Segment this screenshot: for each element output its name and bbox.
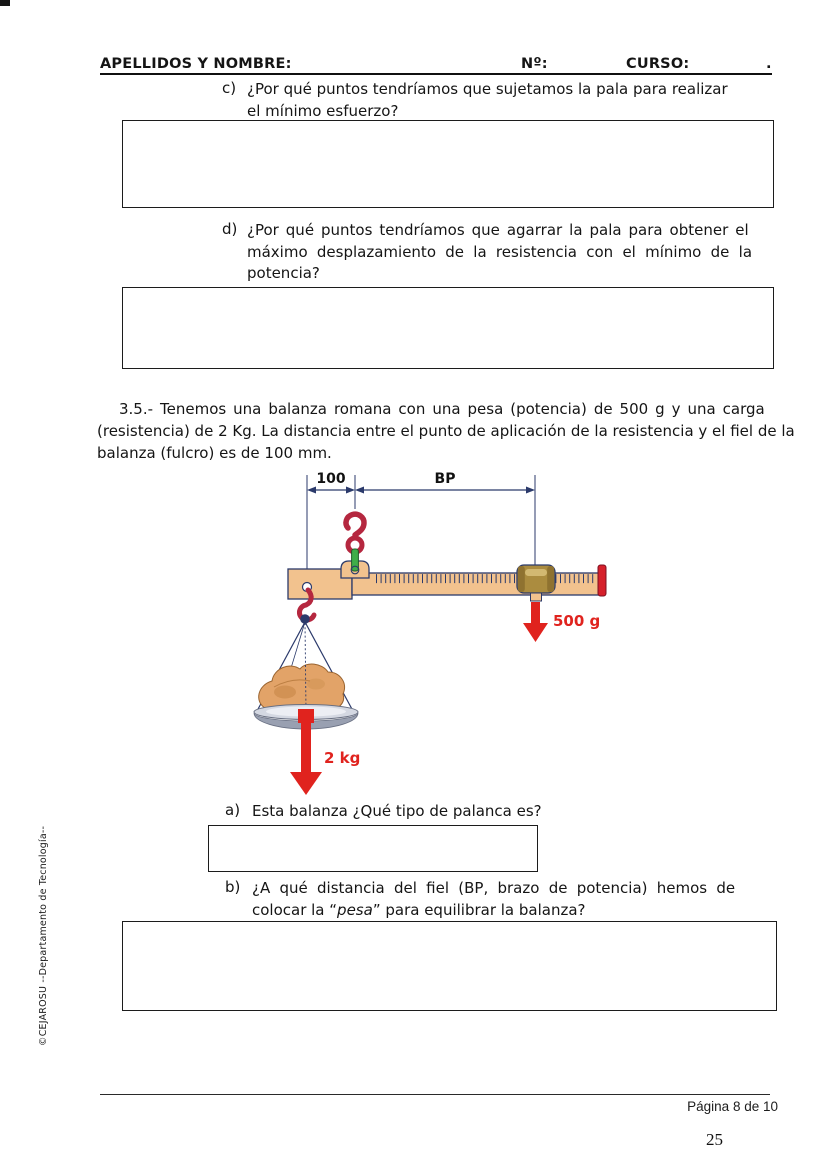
- number-blank[interactable]: [550, 55, 620, 73]
- number-label: Nº:: [521, 56, 548, 72]
- question-b-text: ¿A qué distancia del fiel (BP, brazo de …: [252, 878, 735, 921]
- string-right: [304, 621, 354, 712]
- footer-page-info: Página 8 de 10: [687, 1099, 778, 1114]
- course-blank[interactable]: [685, 55, 760, 73]
- question-c-line: ¿Por qué puntos tendríamos que sujetamos…: [247, 80, 728, 98]
- problem-line: (resistencia) de 2 Kg. La distancia entr…: [97, 421, 795, 440]
- lug-hole: [350, 565, 360, 575]
- counterweight: [516, 564, 556, 602]
- name-label: APELLIDOS Y NOMBRE:: [100, 56, 292, 72]
- rock-load: [258, 663, 345, 712]
- problem-line: balanza (fulcro) es de 100 mm.: [97, 443, 332, 462]
- pesa-emphasis: pesa: [337, 900, 373, 919]
- dimension-label-100: 100: [316, 471, 345, 487]
- question-a-text: Esta balanza ¿Qué tipo de palanca es?: [252, 802, 542, 820]
- answer-box-c[interactable]: [122, 120, 774, 208]
- problem-line: 3.5.- Tenemos una balanza romana con una…: [119, 400, 765, 418]
- counterweight-tab: [530, 592, 542, 602]
- center-dotted-line: [304, 622, 307, 712]
- dimension-label-bp: BP: [435, 471, 456, 487]
- page-number: 25: [706, 1130, 723, 1149]
- question-a-label: a): [225, 801, 241, 819]
- answer-box-a[interactable]: [208, 825, 538, 872]
- load-label: 2 kg: [324, 749, 360, 767]
- beam-bar: [351, 572, 601, 596]
- dimension-arrow-100: [307, 486, 355, 494]
- steelyard-balance-diagram: 100 BP 500 g: [253, 471, 607, 795]
- answer-box-b[interactable]: [122, 921, 777, 1011]
- dimension-arrow-bp: [355, 486, 535, 494]
- fulcrum-hook-icon: [343, 511, 367, 538]
- question-c-line: el mínimo esfuerzo?: [247, 101, 399, 120]
- question-d-text: ¿Por qué puntos tendríamos que agarrar l…: [247, 220, 752, 285]
- beam-end-cap: [597, 564, 607, 597]
- question-d-label: d): [222, 220, 238, 238]
- question-d-line: potencia?: [247, 264, 320, 282]
- footer-rule: [100, 1094, 770, 1095]
- problem-statement: 3.5.- Tenemos una balanza romana con una…: [97, 399, 795, 464]
- course-label: CURSO:: [626, 56, 690, 72]
- question-c-text: ¿Por qué puntos tendríamos que sujetamos…: [247, 79, 728, 122]
- header-end-mark: .: [766, 56, 772, 72]
- fulcrum-pin: [351, 548, 359, 572]
- question-b-line: colocar la “pesa” para equilibrar la bal…: [252, 900, 586, 919]
- question-d-line: máximo desplazamiento de la resistencia …: [247, 242, 753, 261]
- question-c-label: c): [222, 79, 237, 97]
- name-blank[interactable]: [265, 55, 515, 73]
- header-rule: APELLIDOS Y NOMBRE: Nº: CURSO: .: [100, 50, 772, 75]
- answer-box-d[interactable]: [122, 287, 774, 369]
- question-b-label: b): [225, 878, 241, 896]
- question-b-line: ¿A qué distancia del fiel (BP, brazo de …: [252, 879, 736, 897]
- string-knot: [300, 614, 310, 624]
- question-d-line: ¿Por qué puntos tendríamos que agarrar l…: [247, 221, 749, 239]
- sidebar-credit: ©CEJAROSU --Departamento de Tecnología--: [38, 825, 49, 1046]
- counterweight-label: 500 g: [553, 612, 600, 630]
- counterweight-force-arrow: [523, 602, 548, 642]
- load-force-arrow: [290, 709, 322, 795]
- scan-artifact: [0, 0, 10, 6]
